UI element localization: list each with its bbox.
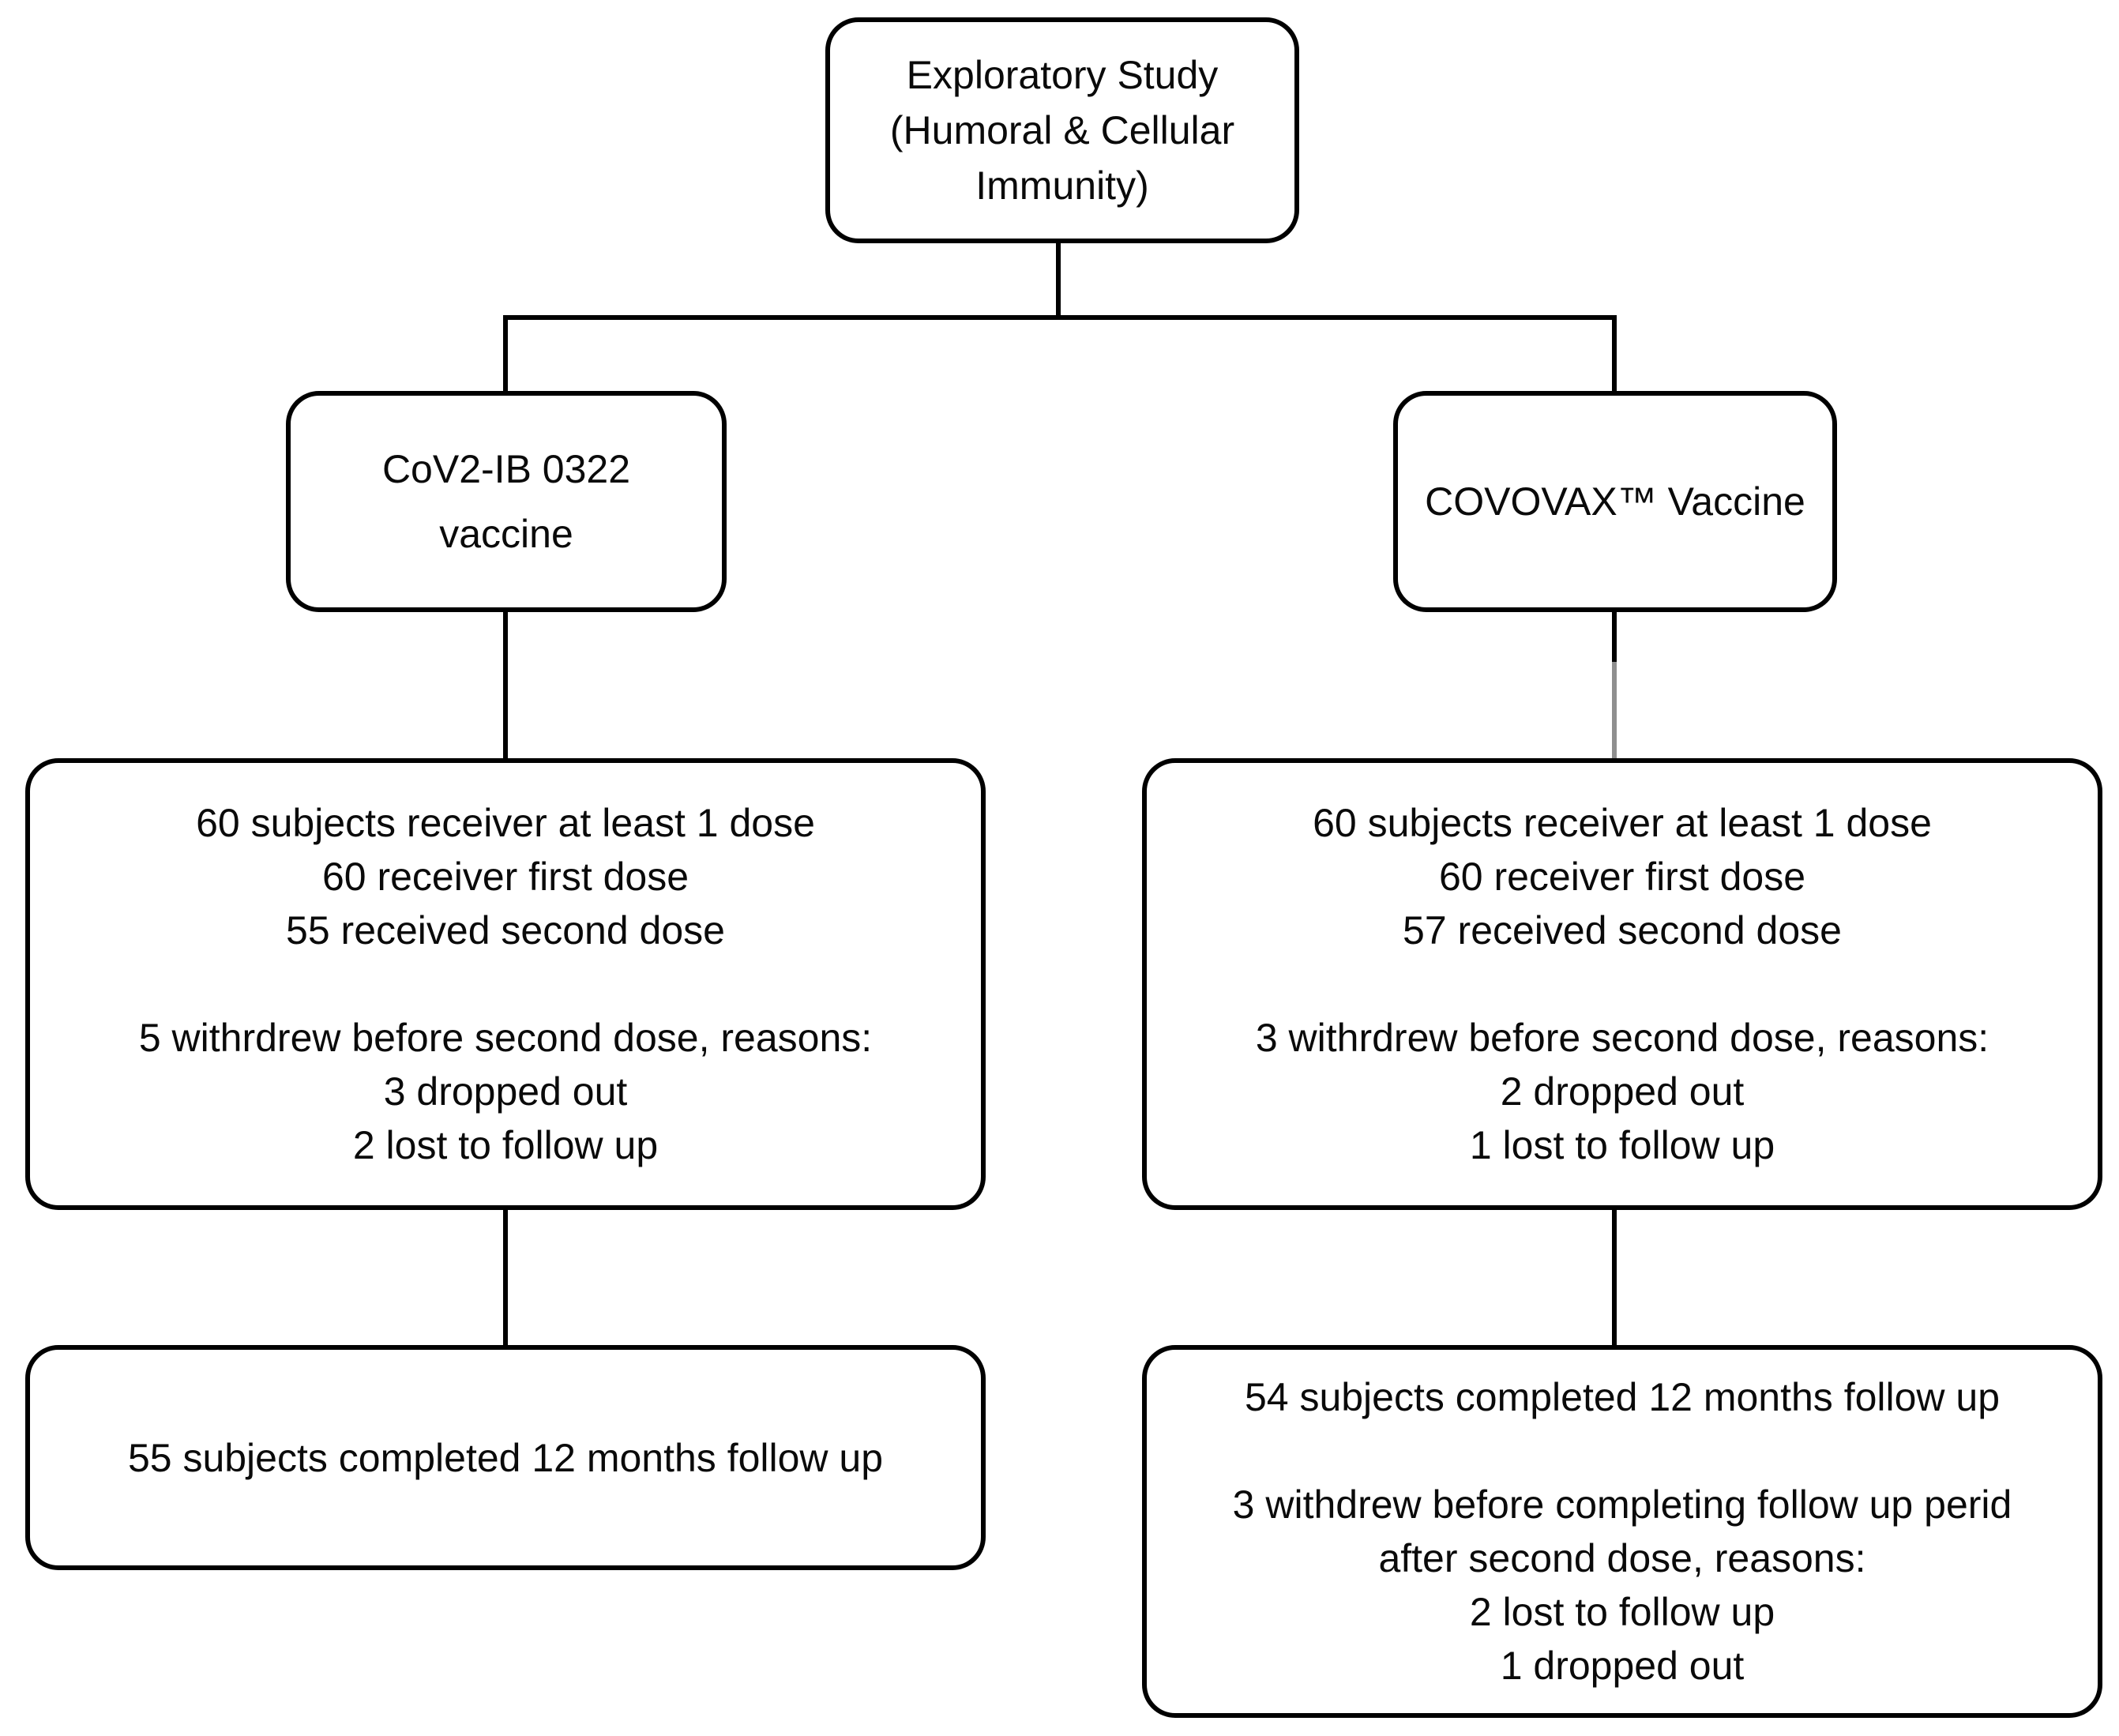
blank-line <box>1617 957 1628 1011</box>
vaccine-name-line: CoV2-IB 0322 <box>381 447 631 491</box>
blank-line <box>500 957 511 1011</box>
exploratory-study-box: Exploratory Study (Humoral & Cellular Im… <box>825 17 1299 243</box>
covovax-enrollment-box: 60 subjects receiver at least 1 dose 60 … <box>1142 758 2102 1210</box>
withdrawal-line: 3 withdrew before completing follow up p… <box>1232 1482 2012 1527</box>
connector-right-enrollment-to-followup <box>1612 1207 1617 1348</box>
withdrawal-line: after second dose, reasons: <box>1378 1536 1866 1580</box>
enrollment-line: 60 receiver first dose <box>321 855 689 899</box>
title-line: Exploratory Study <box>906 53 1219 97</box>
connector-left-arm-to-enrollment <box>503 610 508 761</box>
enrollment-line: 55 received second dose <box>286 908 725 953</box>
title-line: (Humoral & Cellular <box>889 108 1235 152</box>
followup-line: 55 subjects completed 12 months follow u… <box>127 1435 884 1480</box>
cov2-ib-0322-vaccine-box: CoV2-IB 0322 vaccine <box>286 391 727 612</box>
withdrawal-line: 2 lost to follow up <box>352 1123 659 1167</box>
enrollment-line: 57 received second dose <box>1403 908 1842 953</box>
withdrawal-line: 1 lost to follow up <box>1469 1123 1775 1167</box>
vaccine-name-line: COVOVAX™ Vaccine <box>1425 479 1805 524</box>
connector-top-stem <box>1056 243 1061 319</box>
enrollment-line: 60 subjects receiver at least 1 dose <box>1313 801 1932 845</box>
connector-branch-horizontal <box>503 315 1617 320</box>
followup-line: 54 subjects completed 12 months follow u… <box>1244 1375 2001 1419</box>
blank-line <box>1617 1424 1628 1478</box>
connector-right-arm-to-enrollment <box>1612 610 1617 662</box>
withdrawal-line: 5 withrdrew before second dose, reasons: <box>138 1016 873 1060</box>
connector-right-branch-drop <box>1612 315 1617 391</box>
vaccine-name-line: vaccine <box>439 512 573 556</box>
cov2-followup-box: 55 subjects completed 12 months follow u… <box>25 1345 986 1570</box>
withdrawal-line: 3 withrdrew before second dose, reasons: <box>1255 1016 1989 1060</box>
enrollment-line: 60 receiver first dose <box>1438 855 1806 899</box>
connector-left-enrollment-to-followup <box>503 1207 508 1348</box>
withdrawal-line: 3 dropped out <box>383 1069 628 1114</box>
connector-right-arm-to-enrollment-faded <box>1612 662 1617 761</box>
title-line: Immunity) <box>975 163 1149 208</box>
covovax-vaccine-box: COVOVAX™ Vaccine <box>1393 391 1837 612</box>
withdrawal-line: 1 dropped out <box>1500 1644 1745 1688</box>
withdrawal-line: 2 lost to follow up <box>1469 1590 1775 1634</box>
connector-left-branch-drop <box>503 315 508 391</box>
withdrawal-line: 2 dropped out <box>1500 1069 1745 1114</box>
cov2-enrollment-box: 60 subjects receiver at least 1 dose 60 … <box>25 758 986 1210</box>
enrollment-line: 60 subjects receiver at least 1 dose <box>196 801 815 845</box>
covovax-followup-box: 54 subjects completed 12 months follow u… <box>1142 1345 2102 1718</box>
